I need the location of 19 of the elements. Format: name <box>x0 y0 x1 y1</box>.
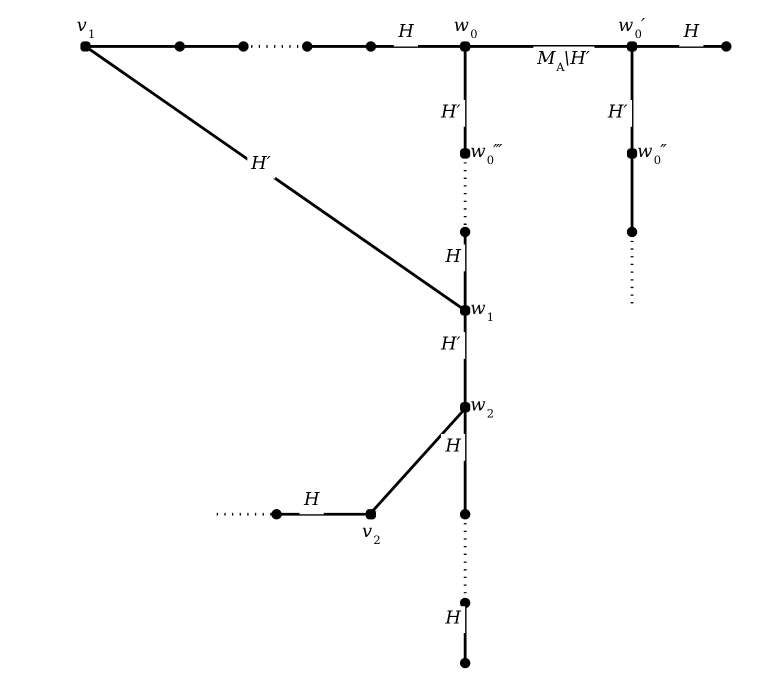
edge-label: H <box>444 608 460 629</box>
edge-label: M$_{A}$\H′ <box>536 48 590 74</box>
node-label: w$_{0}$″ <box>636 140 666 167</box>
edge-label: H <box>444 435 460 456</box>
edge-label: H′ <box>440 334 460 355</box>
edge-label: H <box>444 246 460 267</box>
edge-label: H <box>683 21 699 42</box>
node-label: v$_{2}$ <box>361 520 380 547</box>
node-label: w$_{0}$‴ <box>470 140 502 167</box>
edge-label: H′ <box>440 101 460 122</box>
edge-label: H <box>398 21 414 42</box>
node-label: w$_{1}$ <box>470 298 494 324</box>
edge-label: H′ <box>607 101 627 122</box>
node-label: w$_{0}$ <box>453 14 478 41</box>
node-label: w$_{0}$′ <box>618 14 645 41</box>
node-label: w$_{2}$ <box>470 394 494 421</box>
edge-label: H <box>303 488 320 510</box>
edge-label: H′ <box>250 153 270 174</box>
node-label: v$_{1}$ <box>76 14 95 41</box>
